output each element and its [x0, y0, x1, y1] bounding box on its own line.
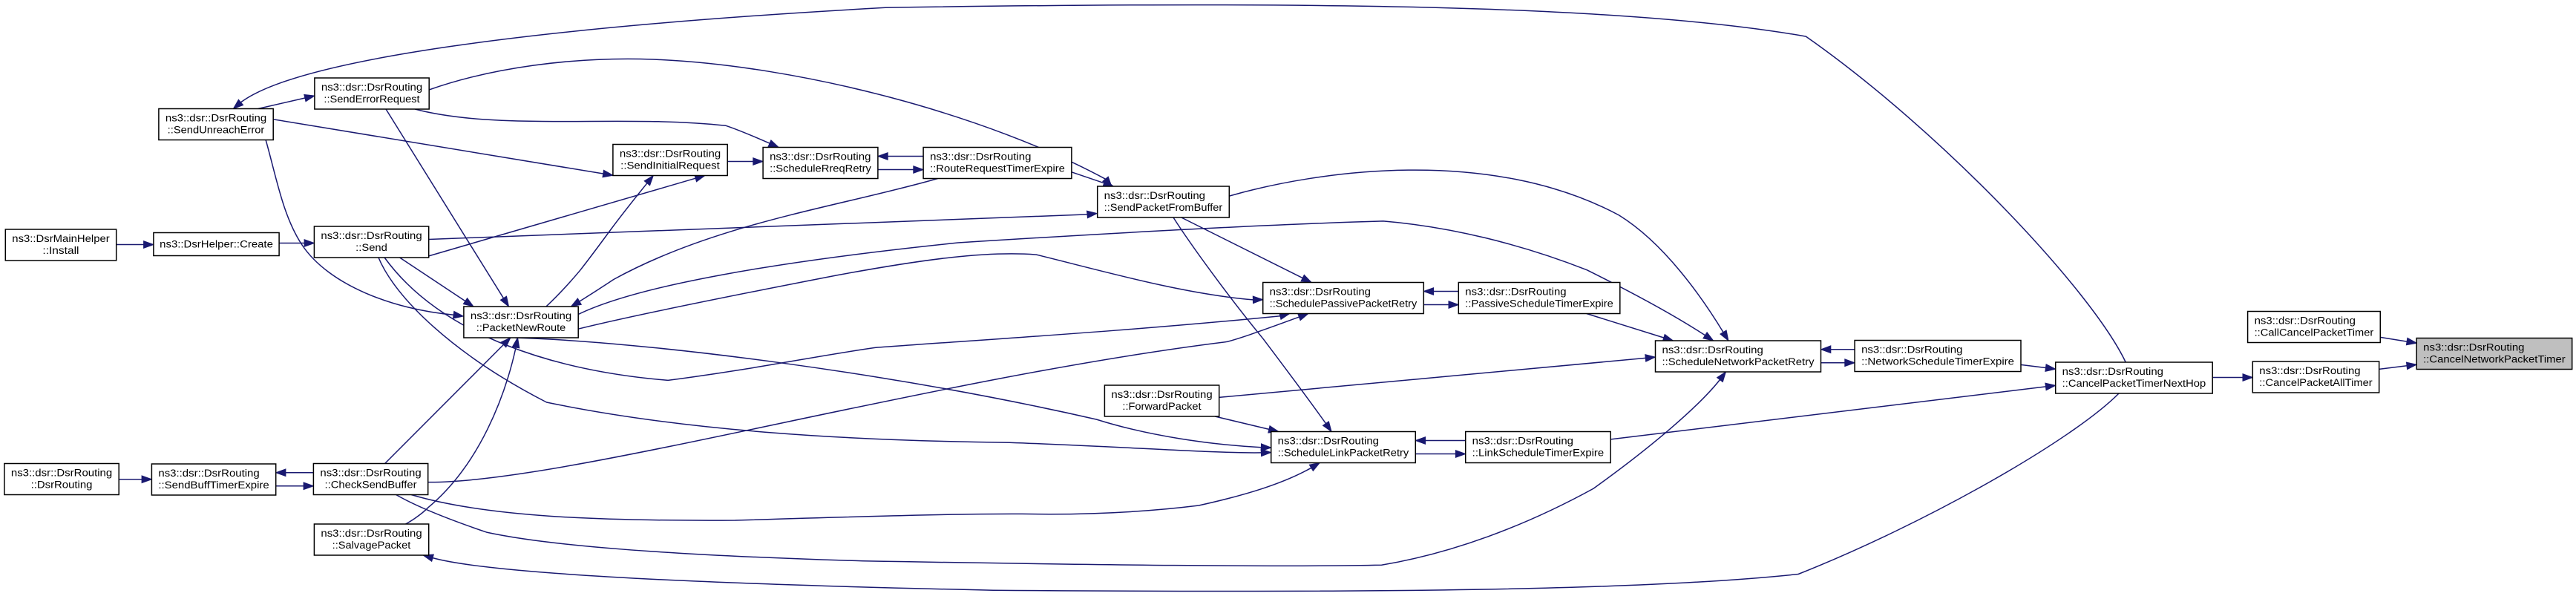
svg-text:ns3::dsr::DsrRouting: ns3::dsr::DsrRouting	[930, 151, 1031, 163]
svg-text:::CallCancelPacketTimer: ::CallCancelPacketTimer	[2255, 327, 2374, 338]
svg-text:::Send: ::Send	[355, 242, 387, 253]
svg-text:ns3::dsr::DsrRouting: ns3::dsr::DsrRouting	[2423, 342, 2524, 353]
svg-text:::SendInitialRequest: ::SendInitialRequest	[620, 160, 720, 171]
svg-text:::ForwardPacket: ::ForwardPacket	[1122, 401, 1201, 412]
svg-text:ns3::dsr::DsrRouting: ns3::dsr::DsrRouting	[620, 148, 721, 160]
svg-text:::SendErrorRequest: ::SendErrorRequest	[324, 94, 419, 105]
svg-text:::SendPacketFromBuffer: ::SendPacketFromBuffer	[1104, 202, 1223, 213]
svg-text:::PacketNewRoute: ::PacketNewRoute	[476, 322, 566, 333]
svg-text:::CheckSendBuffer: ::CheckSendBuffer	[325, 479, 418, 491]
svg-text:ns3::dsr::DsrRouting: ns3::dsr::DsrRouting	[1662, 344, 1763, 356]
svg-text:::CancelNetworkPacketTimer: ::CancelNetworkPacketTimer	[2423, 354, 2566, 365]
svg-text:::Install: ::Install	[42, 245, 79, 256]
svg-text:::SalvagePacket: ::SalvagePacket	[332, 540, 411, 551]
svg-text:::CancelPacketTimerNextHop: ::CancelPacketTimerNextHop	[2062, 378, 2206, 389]
svg-text:::ScheduleRreqRetry: ::ScheduleRreqRetry	[770, 163, 871, 174]
svg-text:ns3::DsrHelper::Create: ns3::DsrHelper::Create	[160, 239, 273, 250]
svg-text:ns3::dsr::DsrRouting: ns3::dsr::DsrRouting	[1111, 389, 1212, 400]
svg-text:ns3::dsr::DsrRouting: ns3::dsr::DsrRouting	[770, 151, 871, 163]
svg-text:ns3::dsr::DsrRouting: ns3::dsr::DsrRouting	[1270, 287, 1371, 298]
svg-text:::CancelPacketAllTimer: ::CancelPacketAllTimer	[2259, 377, 2373, 388]
svg-text:::SendBuffTimerExpire: ::SendBuffTimerExpire	[158, 479, 269, 491]
svg-text:ns3::dsr::DsrRouting: ns3::dsr::DsrRouting	[1465, 287, 1566, 298]
svg-text:ns3::dsr::DsrRouting: ns3::dsr::DsrRouting	[321, 230, 422, 241]
svg-text:::NetworkScheduleTimerExpire: ::NetworkScheduleTimerExpire	[1861, 356, 2014, 367]
svg-text:::DsrRouting: ::DsrRouting	[31, 479, 93, 491]
svg-text:ns3::dsr::DsrRouting: ns3::dsr::DsrRouting	[1278, 436, 1379, 447]
svg-text:ns3::dsr::DsrRouting: ns3::dsr::DsrRouting	[321, 528, 422, 539]
svg-text:ns3::dsr::DsrRouting: ns3::dsr::DsrRouting	[1104, 190, 1205, 201]
svg-text:ns3::dsr::DsrRouting: ns3::dsr::DsrRouting	[321, 82, 422, 93]
svg-text:ns3::dsr::DsrRouting: ns3::dsr::DsrRouting	[471, 310, 571, 321]
svg-text:ns3::dsr::DsrRouting: ns3::dsr::DsrRouting	[2255, 315, 2356, 327]
svg-text:::SchedulePassivePacketRetry: ::SchedulePassivePacketRetry	[1270, 298, 1418, 310]
svg-text:::ScheduleLinkPacketRetry: ::ScheduleLinkPacketRetry	[1278, 448, 1409, 459]
svg-text:::PassiveScheduleTimerExpire: ::PassiveScheduleTimerExpire	[1465, 298, 1613, 310]
svg-text:ns3::dsr::DsrRouting: ns3::dsr::DsrRouting	[1472, 436, 1573, 447]
svg-text:::RouteRequestTimerExpire: ::RouteRequestTimerExpire	[930, 163, 1065, 174]
svg-text:ns3::dsr::DsrRouting: ns3::dsr::DsrRouting	[165, 113, 266, 124]
svg-text:ns3::dsr::DsrRouting: ns3::dsr::DsrRouting	[158, 468, 259, 479]
svg-text:::ScheduleNetworkPacketRetry: ::ScheduleNetworkPacketRetry	[1662, 356, 1815, 367]
svg-text:ns3::dsr::DsrRouting: ns3::dsr::DsrRouting	[2062, 366, 2163, 377]
svg-text:ns3::dsr::DsrRouting: ns3::dsr::DsrRouting	[320, 468, 421, 479]
svg-text:::SendUnreachError: ::SendUnreachError	[168, 125, 265, 136]
svg-text:ns3::DsrMainHelper: ns3::DsrMainHelper	[12, 233, 110, 244]
svg-text:ns3::dsr::DsrRouting: ns3::dsr::DsrRouting	[11, 468, 112, 479]
svg-text:ns3::dsr::DsrRouting: ns3::dsr::DsrRouting	[2259, 365, 2360, 376]
svg-text:ns3::dsr::DsrRouting: ns3::dsr::DsrRouting	[1861, 344, 1962, 356]
svg-text:::LinkScheduleTimerExpire: ::LinkScheduleTimerExpire	[1472, 448, 1605, 459]
